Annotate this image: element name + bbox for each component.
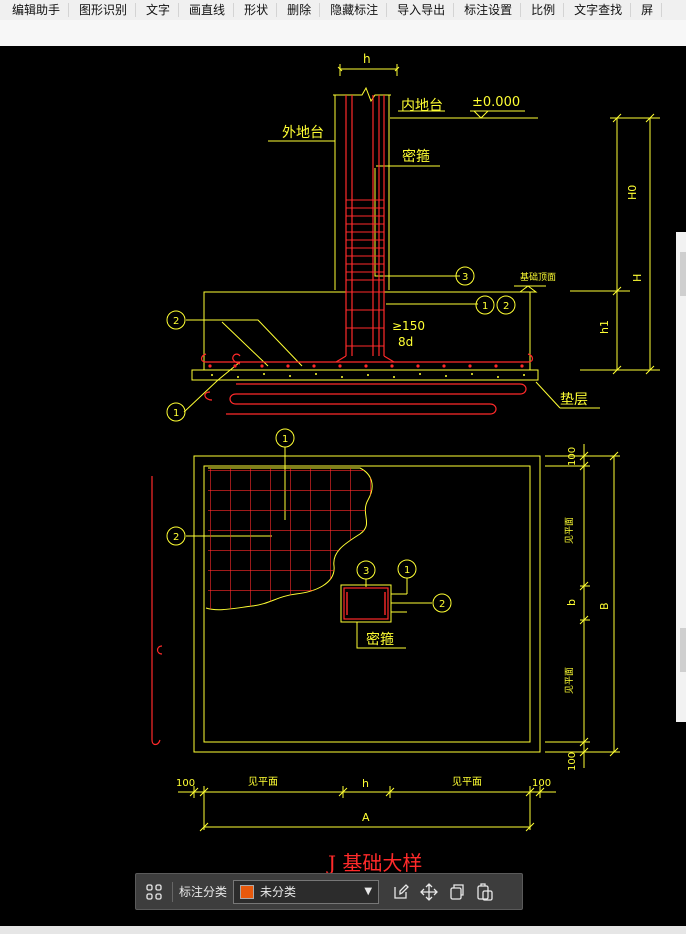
outer-ground-label: 外地台 (282, 125, 324, 141)
marker-2-text: 2 (503, 301, 509, 312)
status-strip (0, 926, 686, 934)
menu-import-export[interactable]: 导入导出 (387, 3, 455, 17)
marker-2-left-text: 2 (173, 316, 179, 327)
see-plan-right: 见平面 (452, 776, 482, 788)
see-plan-left: 见平面 (248, 776, 278, 788)
chevron-down-icon: ▼ (364, 886, 373, 897)
plan-view (178, 444, 620, 832)
category-label: 标注分类 (179, 885, 228, 899)
section-rebar (200, 95, 534, 415)
section-rebar-dots (208, 364, 524, 368)
h1-label: h1 (598, 320, 611, 334)
menu-text-search[interactable]: 文字查找 (564, 3, 632, 17)
copy-icon[interactable] (443, 878, 471, 906)
menu-text[interactable]: 文字 (136, 3, 180, 17)
plan-stirrup-label: 密箍 (366, 631, 394, 648)
plan-marker-2b-text: 2 (439, 599, 445, 610)
scroll-segment (680, 252, 686, 296)
dim-100-bottom: 100 (567, 752, 578, 771)
marker-1-left-text: 1 (173, 408, 179, 419)
menu-draw-line[interactable]: 画直线 (179, 3, 235, 17)
dim-100-left: 100 (176, 778, 195, 789)
section-view (183, 64, 660, 413)
menu-bar: 编辑助手 图形识别 文字 画直线 形状 删除 隐藏标注 导入导出 标注设置 比例… (0, 0, 686, 20)
see-plan-upper: 见平面 (564, 517, 575, 544)
plan-marker-2-text: 2 (173, 532, 179, 543)
menu-hide-annotations[interactable]: 隐藏标注 (320, 3, 388, 17)
h0-label: H0 (626, 185, 639, 200)
category-value: 未分类 (260, 885, 297, 899)
inner-ground-label: 内地台 (401, 98, 443, 114)
width-h-label: h (363, 52, 371, 66)
move-icon[interactable] (415, 878, 443, 906)
plan-markers (166, 428, 452, 613)
secondary-bar (0, 20, 686, 47)
side-scrollbar[interactable] (676, 232, 686, 722)
elevation-label: ±0.000 (472, 95, 520, 110)
spacing-150-label: ≥150 (392, 319, 425, 333)
dim-100-right: 100 (532, 778, 551, 789)
section-text: h 内地台 ±0.000 外地台 密箍 基础顶面 ≥150 8d 垫层 H0 H… (173, 52, 644, 419)
see-plan-lower: 见平面 (564, 667, 575, 694)
cushion-hatch (211, 373, 525, 378)
plan-left-bar (151, 476, 163, 746)
toolbar-divider (172, 881, 173, 902)
drawing-caption: J 基础大样 (326, 851, 422, 875)
plan-marker-1b-text: 1 (404, 565, 410, 576)
menu-shape-recognition[interactable]: 图形识别 (69, 3, 137, 17)
grid-apps-icon[interactable] (140, 878, 168, 906)
menu-scale[interactable]: 比例 (521, 3, 565, 17)
section-markers (166, 266, 516, 422)
cushion-label: 垫层 (560, 392, 588, 408)
menu-edit-assistant[interactable]: 编辑助手 (0, 3, 70, 17)
menu-shape[interactable]: 形状 (234, 3, 278, 17)
stirrup-label: 密箍 (402, 148, 430, 165)
bottom-toolbar: 标注分类 未分类 ▼ (135, 873, 523, 910)
dim-B: B (598, 602, 611, 610)
spacing-8d-label: 8d (398, 335, 413, 349)
category-color-swatch (240, 884, 255, 899)
menu-delete[interactable]: 删除 (277, 3, 321, 17)
paste-icon[interactable] (471, 878, 499, 906)
marker-3-text: 3 (462, 272, 468, 283)
plan-marker-3-text: 3 (363, 566, 369, 577)
dim-100-top: 100 (567, 447, 578, 466)
drawing-canvas[interactable]: h 内地台 ±0.000 外地台 密箍 基础顶面 ≥150 8d 垫层 H0 H… (0, 46, 686, 934)
dim-h: h (362, 777, 369, 790)
scroll-segment (680, 628, 686, 672)
marker-1-text: 1 (482, 301, 488, 312)
dim-b: b (565, 599, 578, 606)
plan-marker-1-text: 1 (282, 434, 288, 445)
menu-screen[interactable]: 屏 (631, 3, 663, 17)
footing-top-label: 基础顶面 (520, 271, 556, 283)
edit-icon[interactable] (387, 878, 415, 906)
category-select[interactable]: 未分类 ▼ (233, 879, 380, 904)
dim-A: A (362, 811, 370, 824)
plan-text: 1 2 3 1 2 密箍 100 见平面 b B 见平面 100 100 见平面… (173, 434, 611, 824)
menu-annotation-settings[interactable]: 标注设置 (454, 3, 522, 17)
H-label: H (631, 274, 644, 282)
